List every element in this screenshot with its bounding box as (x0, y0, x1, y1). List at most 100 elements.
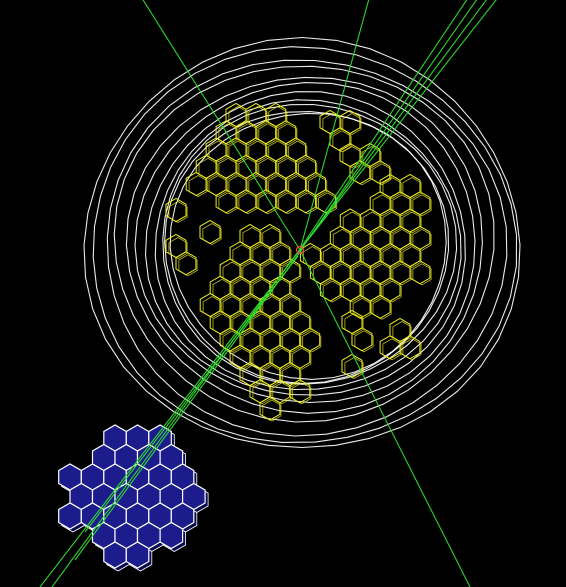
hex-cell-edge (252, 244, 272, 267)
cluster-cell (103, 541, 127, 569)
hex-cell-edge (228, 140, 248, 163)
hex-cell-edge (262, 330, 282, 353)
hex-cell-edge (238, 192, 258, 215)
hex-cell-edge (298, 192, 318, 215)
hex-cell-edge (268, 106, 288, 128)
hex-cell-edge (402, 211, 422, 234)
hex-cell-edge (402, 246, 422, 268)
hex-cell-edge (232, 278, 252, 301)
hex-cell-edge (252, 313, 272, 336)
hex-cell-edge (188, 175, 208, 197)
hex-cell-edge (232, 347, 252, 370)
hex-cell-edge (352, 263, 372, 286)
hex-cell-edge (302, 330, 322, 353)
interaction-vertex (295, 245, 305, 255)
hex-cell-edge (228, 175, 248, 197)
detector-ring (134, 82, 476, 404)
particle-track (84, 255, 299, 533)
hex-cell-edge (352, 228, 372, 251)
hex-cell-edge (208, 140, 228, 163)
hex-cell-edge (198, 157, 218, 180)
hex-cell-edge (202, 296, 222, 318)
hex-cell-edge (372, 297, 392, 320)
hex-cell-edge (268, 140, 288, 163)
hex-cell-edge (212, 313, 232, 336)
hex-cell-edge (168, 237, 188, 259)
hex-cell-edge (268, 175, 288, 197)
particle-tracks (39, 0, 497, 587)
particle-track (51, 252, 298, 587)
hex-cell-edge (382, 280, 402, 303)
hex-cell-edge (354, 330, 374, 353)
hex-cell-edge (412, 263, 432, 286)
hex-cell-edge (342, 246, 362, 268)
particle-track (297, 0, 468, 253)
hex-cell-edge (278, 123, 298, 146)
detector-ring (154, 99, 462, 391)
hex-cell-edge (282, 296, 302, 318)
hex-cell-edge (282, 365, 302, 387)
particle-track (142, 0, 301, 251)
hex-cell-edge (308, 175, 328, 197)
cluster-cell (125, 541, 150, 569)
hex-cell-edge (412, 228, 432, 251)
hex-cell-edge (248, 175, 268, 197)
hex-cell-edge (168, 201, 188, 223)
hex-cell-edge (242, 365, 262, 387)
detector-rings (83, 36, 521, 449)
hex-cell-edge (322, 246, 342, 268)
hex-cell-edge (238, 123, 258, 146)
detector-ring (83, 36, 521, 449)
hex-cell-edge (272, 382, 292, 405)
hex-cell-edge (278, 157, 298, 180)
hex-cell-edge (312, 263, 332, 286)
hex-cell-edge (342, 280, 362, 303)
hex-cell-edge (272, 313, 292, 336)
hex-cell-edge (322, 280, 342, 303)
hex-cell-edge (342, 113, 362, 135)
hex-cell-edge (332, 228, 352, 251)
outer-hex-cluster (58, 424, 209, 572)
hex-cell-edge (382, 338, 402, 361)
hex-cell-edge (292, 347, 312, 370)
hex-cell-edge (218, 192, 238, 215)
hex-cell-edge (252, 382, 272, 405)
hex-cell-edge (402, 338, 422, 361)
particle-track (39, 249, 301, 587)
hex-cell-edge (362, 211, 382, 234)
hex-cell-edge (392, 321, 412, 343)
hex-cell-edge (218, 123, 238, 146)
hex-cell-edge (258, 192, 278, 215)
hex-cell-edge (178, 254, 198, 277)
hex-cell-edge (272, 347, 292, 370)
hex-cell-edge (362, 146, 382, 168)
hex-cell-edge (262, 227, 282, 249)
hex-cell-edge (228, 106, 248, 128)
detector-ring (169, 112, 447, 380)
hex-cell-edge (272, 244, 292, 267)
hex-cell-edge (252, 347, 272, 370)
cluster-cell (58, 502, 82, 530)
hex-cell-edge (262, 261, 282, 284)
hex-cell-edge (288, 175, 308, 197)
detector-ring (92, 46, 518, 443)
hex-cell-edge (282, 261, 302, 284)
particle-track (299, 0, 487, 251)
hex-cell-edge (382, 246, 402, 268)
hex-cell-edge (238, 157, 258, 180)
hex-cell-edge (392, 228, 412, 251)
hex-cell-edge (202, 223, 222, 245)
hex-cell-edge (242, 261, 262, 284)
particle-track (299, 0, 370, 251)
hex-cell-edge (342, 146, 362, 168)
hex-cell-edge (332, 263, 352, 286)
hex-cell-edge (248, 140, 268, 163)
detector-ring (113, 65, 495, 423)
hex-cell-edge (258, 157, 278, 180)
hex-cell-edge (412, 194, 432, 217)
detector-ring (144, 91, 466, 396)
hex-cell-edge (344, 313, 364, 335)
hex-cell-edge (222, 261, 242, 284)
